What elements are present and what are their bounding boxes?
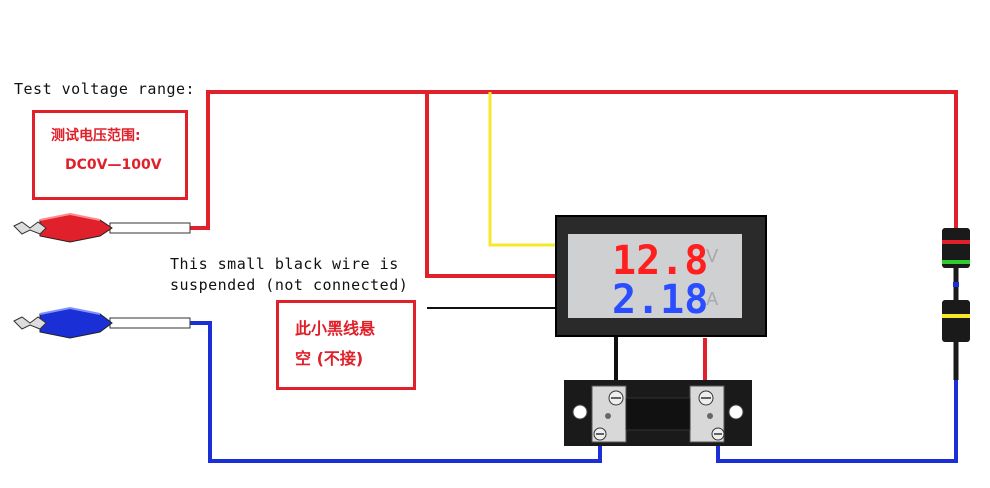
- blue-alligator-clip: [13, 306, 191, 339]
- meter-voltage-reading: 12.8: [612, 238, 708, 284]
- voltage-range-label: Test voltage range:: [14, 80, 196, 98]
- meter-current-unit: A: [706, 289, 719, 310]
- voltage-range-value: DC0V—100V: [65, 157, 162, 173]
- current-shunt: [564, 380, 752, 446]
- voltage-range-box: 测试电压范围: DC0V—100V: [32, 110, 188, 200]
- red-wire-to-meter: [425, 92, 558, 278]
- meter-voltage-unit: V: [706, 246, 719, 267]
- voltage-range-cn: 测试电压范围:: [51, 128, 141, 144]
- resistor-body-top: [942, 228, 970, 268]
- wire-note-box: 此小黑线悬 空 (不接): [276, 300, 416, 390]
- wire-note-cn-line2: 空 (不接): [295, 349, 364, 368]
- resistor-body-bottom: [942, 300, 970, 342]
- red-wire-main: [188, 90, 958, 230]
- meter-screen: [568, 234, 742, 318]
- blue-wire-left: [188, 321, 602, 463]
- blue-wire-right: [716, 380, 958, 463]
- meter-current-reading: 2.18: [612, 277, 708, 323]
- panel-meter: 12.8 V 2.18 A: [555, 215, 767, 337]
- load-resistor: [942, 188, 970, 380]
- wire-note-cn-line1: 此小黑线悬: [295, 319, 376, 338]
- blue-wire-group: [188, 321, 958, 463]
- wire-note-en-line2: suspended (not connected): [170, 276, 409, 294]
- yellow-wire: [488, 92, 558, 247]
- red-alligator-clip: [13, 212, 191, 243]
- wire-note-en-line1: This small black wire is: [170, 255, 399, 273]
